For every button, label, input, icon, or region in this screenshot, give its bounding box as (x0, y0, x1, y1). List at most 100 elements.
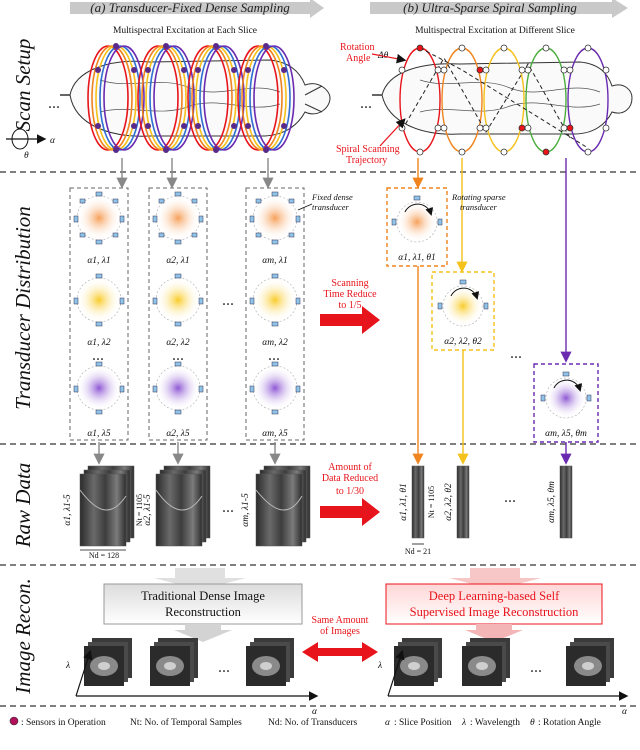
raw-label-a1: α1, λ1-5 (63, 494, 73, 526)
scan-time-text-3: to 1/5 (338, 300, 361, 311)
panel-b-subtitle: Multispectral Excitation at Different Sl… (415, 25, 575, 36)
param-am-l2: αm, λ2 (262, 338, 288, 348)
left-ellipsis-a: ... (48, 95, 60, 112)
rotating-sparse-label-1: Rotating sparse (451, 192, 506, 202)
nt-label-a: Nt = 1105 (135, 494, 144, 526)
horizontal-ellipsis-img-a: ... (218, 659, 230, 676)
traditional-recon-box: Traditional Dense Image Reconstruction (103, 568, 303, 642)
row-label-image-recon: Image Recon. (11, 578, 35, 694)
raw-strip-b1 (411, 465, 425, 539)
rotation-axis-icon: α θ (6, 128, 56, 161)
fixed-dense-label-2: transducer (312, 202, 350, 212)
param-a2-l5: α2, λ5 (166, 429, 190, 439)
deep-recon-box: Deep Learning-based Self Supervised Imag… (385, 568, 603, 642)
raw-label-b1: α1, λ1, θ1 (399, 483, 409, 521)
horizontal-ellipsis-raw-b: ... (504, 489, 516, 506)
sensor-legend-icon (9, 716, 19, 726)
column-box-a1 (69, 187, 129, 441)
dense-transducer-elements (73, 191, 301, 415)
spiral-label-2: Trajectory (346, 155, 387, 166)
rotation-angle-label-1: Rotation (340, 42, 374, 53)
horizontal-ellipsis-raw-a: ... (222, 499, 234, 516)
alpha-axis-label: α (50, 136, 56, 146)
alpha-axis-left: α (312, 707, 318, 717)
rotation-angle-label-2: Angle (346, 53, 371, 64)
horizontal-ellipsis-img-b: ... (530, 659, 542, 676)
image-stacks-right (394, 638, 614, 686)
sparse-circles (396, 201, 587, 419)
legend-alpha: : Slice Position (394, 718, 452, 728)
fixed-dense-label-1: Fixed dense (311, 192, 353, 202)
sparse-param-2: α2, λ2, θ2 (444, 337, 482, 347)
lambda-axis-right: λ (377, 661, 382, 671)
dense-transducer-rings (87, 45, 295, 151)
raw-stack-a1 (79, 465, 135, 547)
raw-label-am: αm, λ1-5 (241, 493, 251, 527)
spiral-label-1: Spiral Scanning (336, 144, 400, 155)
raw-strip-b2 (456, 465, 470, 539)
same-amount-text-1: Same Amount (312, 615, 369, 626)
panel-b-title: (b) Ultra-Sparse Spiral Sampling (403, 0, 577, 15)
dense-params: α1, λ1 α2, λ1 αm, λ1 α1, λ2 α2, λ2 αm, λ… (87, 256, 288, 439)
data-reduce-text-3: to 1/30 (336, 486, 364, 497)
legend: : Sensors in Operation Nt: No. of Tempor… (9, 716, 601, 728)
legend-sensors: : Sensors in Operation (21, 718, 106, 728)
param-a1-l5: α1, λ5 (87, 429, 111, 439)
horizontal-ellipsis-td: ... (222, 292, 234, 309)
nd-label-a: Nd = 128 (89, 551, 119, 560)
param-a1-l1: α1, λ1 (87, 256, 110, 266)
lambda-axis-left: λ (65, 661, 70, 671)
sparse-box-bm (533, 363, 599, 443)
raw-label-b2: α2, λ2, θ2 (444, 483, 454, 521)
data-reduce-arrow: Amount of Data Reduced to 1/30 (320, 462, 380, 526)
axes-left: λ α (65, 649, 319, 717)
scan-time-text-2: Time Reduce (323, 289, 377, 300)
legend-nt: Nt: No. of Temporal Samples (130, 717, 242, 728)
header-arrow-a: (a) Transducer-Fixed Dense Sampling (70, 0, 324, 18)
data-reduce-text-1: Amount of (328, 462, 372, 473)
left-ellipsis-b: ... (360, 95, 372, 112)
image-stacks-left (84, 638, 294, 686)
deep-recon-text-1: Deep Learning-based Self (429, 589, 560, 603)
sparse-box-b1 (386, 187, 448, 267)
section-separators (0, 171, 640, 707)
nt-label-b: Nt = 1105 (427, 486, 436, 518)
same-amount-arrow (302, 642, 378, 662)
vertical-ellipsis-am: ... (268, 347, 280, 364)
raw-strip-bm (559, 465, 573, 539)
vertical-ellipsis-a2: ... (172, 347, 184, 364)
alpha-axis-right: α (622, 707, 628, 717)
param-am-l5: αm, λ5 (262, 429, 288, 439)
raw-stack-am (255, 465, 311, 547)
data-reduce-text-2: Data Reduced (322, 473, 378, 484)
nd-label-b: Nd = 21 (405, 547, 431, 556)
sparse-ring-sensors (398, 44, 610, 156)
param-a2-l2: α2, λ2 (166, 338, 190, 348)
legend-theta: : Rotation Angle (538, 718, 601, 728)
dense-ring-sensors (95, 43, 287, 153)
sparse-param-1: α1, λ1, θ1 (398, 253, 436, 263)
raw-label-a2: α2, λ1-5 (143, 494, 153, 526)
legend-alpha-symbol: α (385, 718, 391, 728)
sparse-transducer-elements (391, 195, 592, 402)
spiral-trajectory (401, 47, 589, 149)
panel-a-title: (a) Transducer-Fixed Dense Sampling (90, 0, 290, 15)
legend-lambda: : Wavelength (470, 718, 520, 728)
vertical-ellipsis-a1: ... (92, 347, 104, 364)
scan-time-text-1: Scanning (331, 278, 368, 289)
sparse-param-m: αm, λ5, θm (545, 429, 587, 439)
row-label-transducer-distribution: Transducer Distribution (11, 206, 35, 410)
param-a1-l2: α1, λ2 (87, 338, 111, 348)
column-box-am (245, 187, 305, 441)
dense-circles (76, 195, 298, 411)
panel-a-subtitle: Multispectral Excitation at Each Slice (113, 26, 257, 36)
scan-time-arrow: Scanning Time Reduce to 1/5 (320, 278, 380, 334)
theta-axis-label: θ (24, 151, 29, 161)
column-box-a2 (148, 187, 208, 441)
header-arrow-b: (b) Ultra-Sparse Spiral Sampling (370, 0, 628, 18)
traditional-recon-text-2: Reconstruction (165, 605, 241, 619)
raw-label-bm: αm, λ5, θm (547, 481, 557, 523)
sparse-params: α1, λ1, θ1 α2, λ2, θ2 αm, λ5, θm (398, 253, 587, 439)
